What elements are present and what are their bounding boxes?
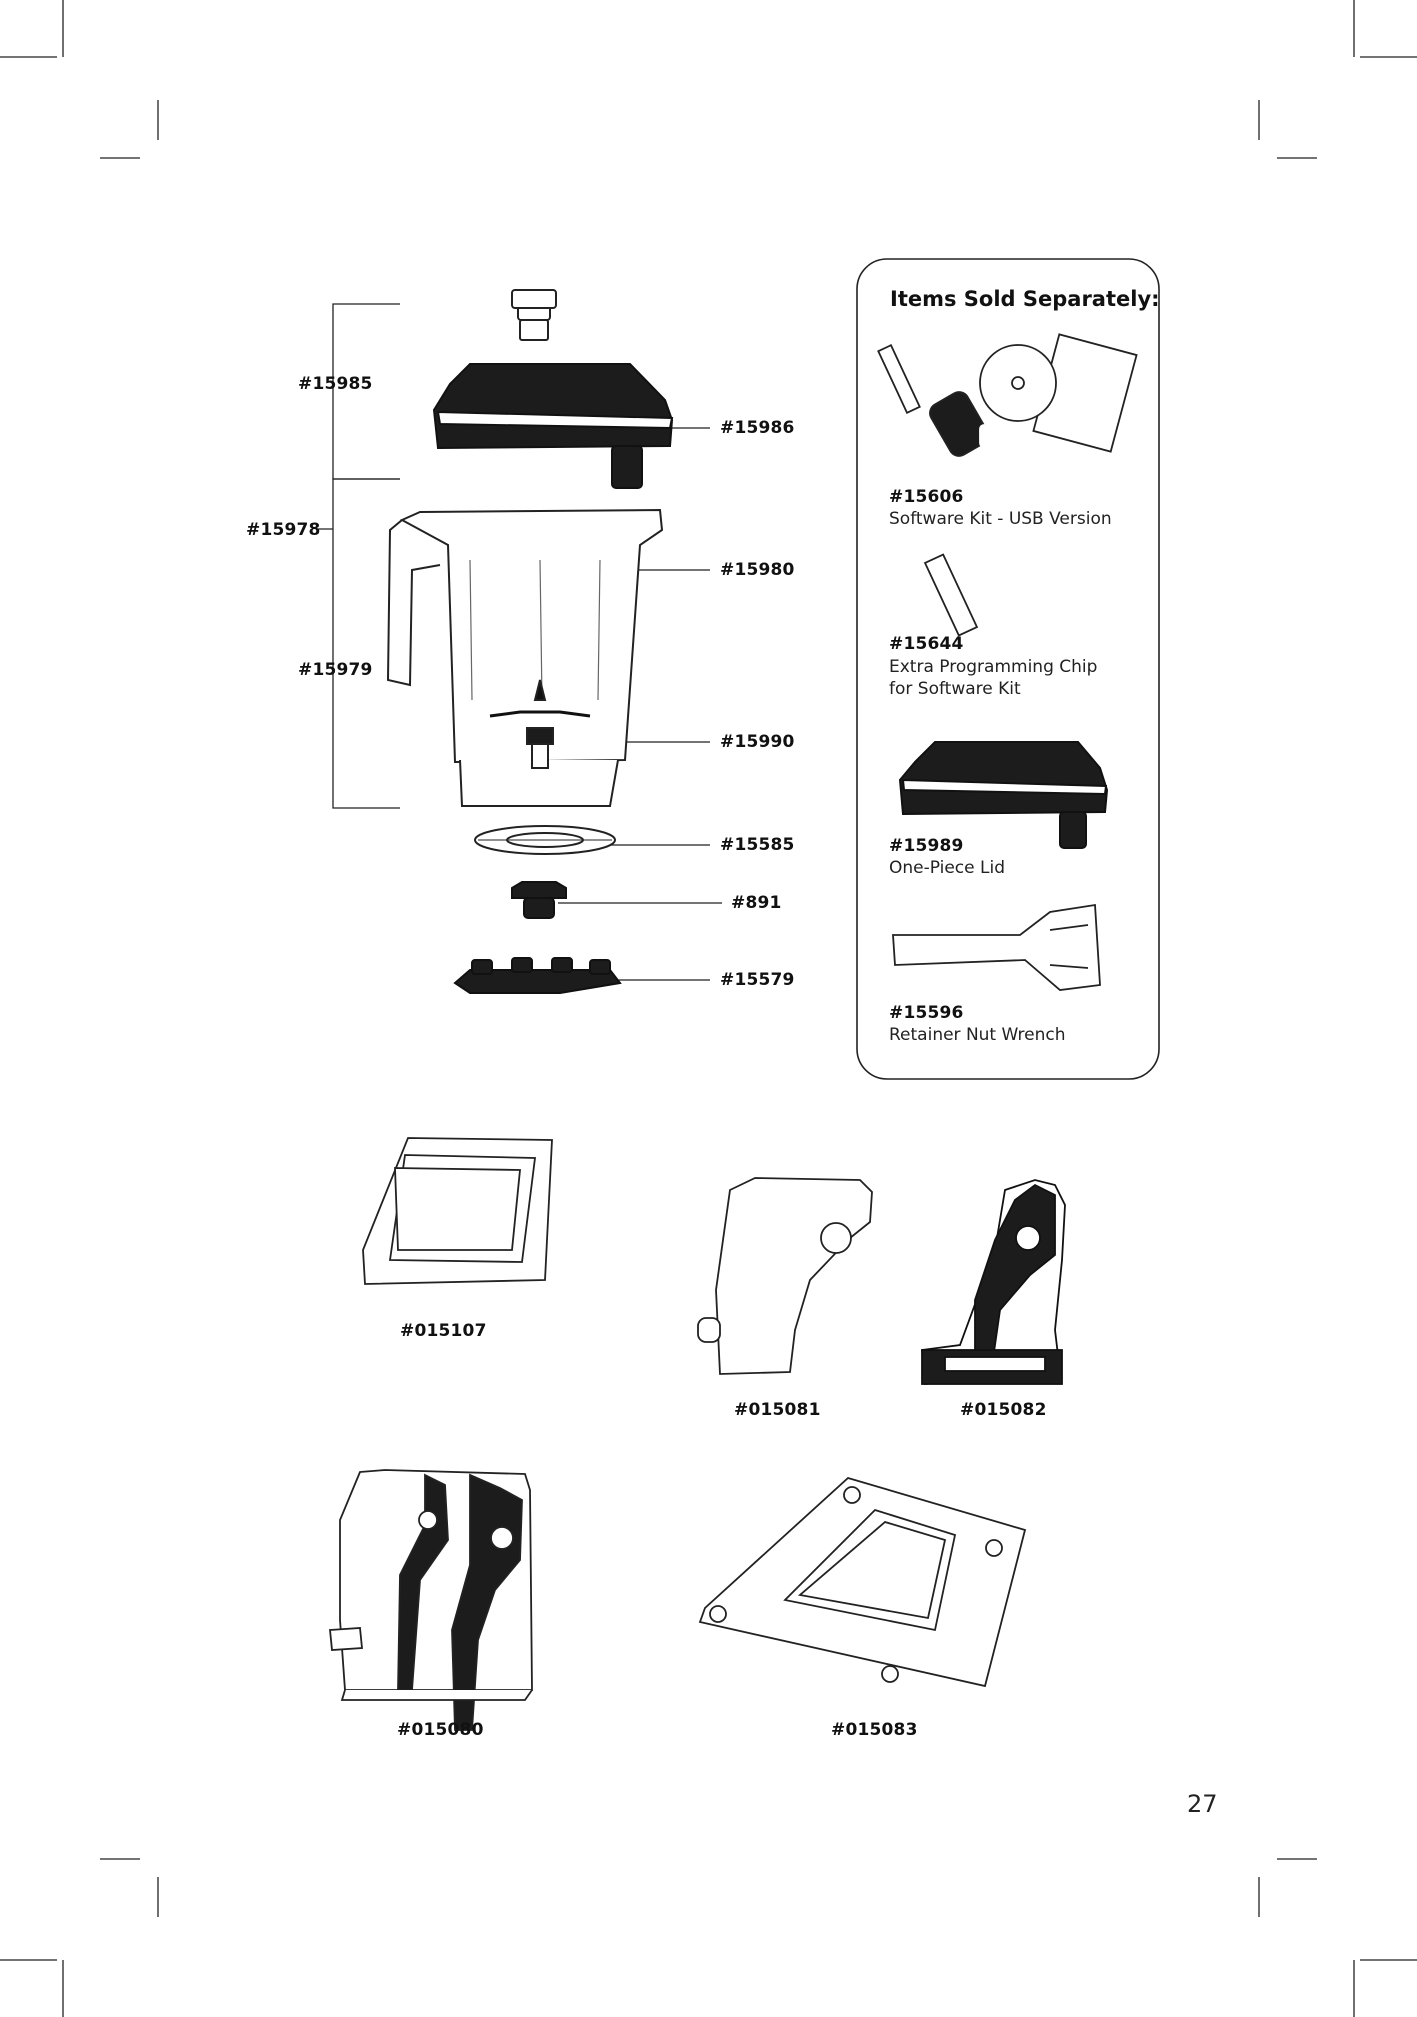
accessory-015080-drawing (329, 1469, 533, 1731)
callout-15980: #15980 (720, 560, 795, 580)
accessory-label-015080: #015080 (397, 1720, 484, 1740)
callout-891: #891 (731, 893, 782, 913)
lid-drawing (432, 363, 674, 489)
retainer-nut-wrench-drawing (892, 903, 1101, 991)
item-part-15606: #15606 (889, 487, 964, 507)
bracket-label-15985: #15985 (298, 374, 373, 394)
bracket-label-15979: #15979 (298, 660, 373, 680)
item-part-15596: #15596 (889, 1003, 964, 1023)
callout-15585: #15585 (720, 835, 795, 855)
item-part-15989: #15989 (889, 836, 964, 856)
software-kit-drawing (877, 333, 1138, 457)
item-desc-15644: Extra Programming Chip (889, 657, 1098, 677)
accessory-015083-drawing (698, 1476, 1027, 1688)
item-part-15644: #15644 (889, 634, 964, 654)
one-piece-lid-drawing (898, 741, 1109, 849)
item-desc-15596: Retainer Nut Wrench (889, 1025, 1066, 1045)
sold-separately-panel (856, 258, 1160, 1080)
accessory-label-015083: #015083 (831, 1720, 918, 1740)
lid-plug-drawing (511, 289, 557, 341)
retainer-nut-drawing (511, 881, 567, 919)
accessory-label-015082: #015082 (960, 1400, 1047, 1420)
callout-15986: #15986 (720, 418, 795, 438)
gasket-drawing (474, 825, 616, 855)
item-desc-15606: Software Kit - USB Version (889, 509, 1112, 529)
bracket-lines (316, 303, 400, 809)
accessory-015107-drawing (362, 1137, 553, 1285)
centering-pad-drawing (453, 957, 622, 994)
container-drawing (386, 508, 664, 807)
callout-15990: #15990 (720, 732, 795, 752)
item-desc-15989: One-Piece Lid (889, 858, 1006, 878)
sold-separately-heading: Items Sold Separately: (890, 287, 1160, 311)
callout-15579: #15579 (720, 970, 795, 990)
accessory-label-015107: #015107 (400, 1321, 487, 1341)
bracket-label-15978: #15978 (246, 520, 321, 540)
page-number: 27 (1187, 1790, 1218, 1818)
accessory-label-015081: #015081 (734, 1400, 821, 1420)
programming-chip-drawing (923, 553, 979, 637)
accessory-015081-drawing (697, 1177, 873, 1375)
item-desc2-15644: for Software Kit (889, 679, 1021, 699)
accessory-015082-drawing (921, 1179, 1066, 1385)
